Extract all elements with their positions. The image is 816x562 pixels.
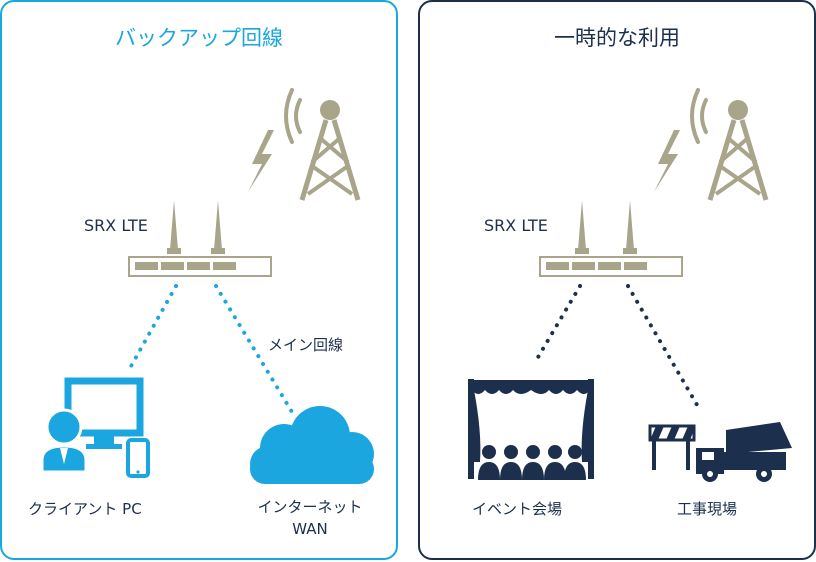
cloud-icon [250, 406, 374, 484]
signal-wave-icon [690, 88, 700, 144]
wan-label: インターネット WAN [257, 496, 362, 540]
construction-site-label: 工事現場 [677, 500, 738, 518]
lightning-icon [248, 130, 274, 192]
router-icon [539, 200, 683, 277]
router-label: SRX LTE [84, 216, 148, 235]
cell-tower-icon [299, 100, 361, 201]
barrier-icon [648, 424, 696, 470]
user-icon [40, 408, 88, 474]
main-line-label: メイン回線 [268, 336, 344, 354]
event-venue-label: イベント会場 [472, 500, 563, 518]
signal-wave-icon [294, 98, 302, 134]
router-icon [128, 200, 272, 277]
signal-wave-icon [700, 98, 708, 134]
theater-icon [468, 379, 594, 480]
construction-link-dotted [626, 284, 702, 412]
wan-label-line2: WAN [292, 520, 328, 538]
temporary-use-panel: 一時的な利用 SRX LTE イベント会場 工事現場 [418, 0, 816, 560]
client-pc-label: クライアント PC [28, 500, 142, 518]
panel-title: 一時的な利用 [554, 26, 680, 50]
wan-label-line1: インターネット [257, 498, 363, 516]
cell-tower-icon [707, 100, 769, 201]
left-diagram-art [40, 88, 374, 484]
backup-line-panel: バックアップ回線 SRX LTE メイン回線 クライアント PC インターネット… [0, 0, 398, 560]
signal-wave-icon [284, 88, 294, 144]
backup-link-dotted [128, 284, 178, 370]
panel-title: バックアップ回線 [115, 26, 283, 50]
router-label: SRX LTE [484, 216, 548, 235]
construction-truck-icon [696, 422, 792, 482]
main-link-dotted [214, 284, 294, 414]
smartphone-icon [126, 438, 150, 478]
right-diagram-art [468, 88, 792, 482]
lightning-icon [654, 130, 680, 192]
event-link-dotted [532, 284, 582, 366]
computer-icon [64, 377, 144, 449]
